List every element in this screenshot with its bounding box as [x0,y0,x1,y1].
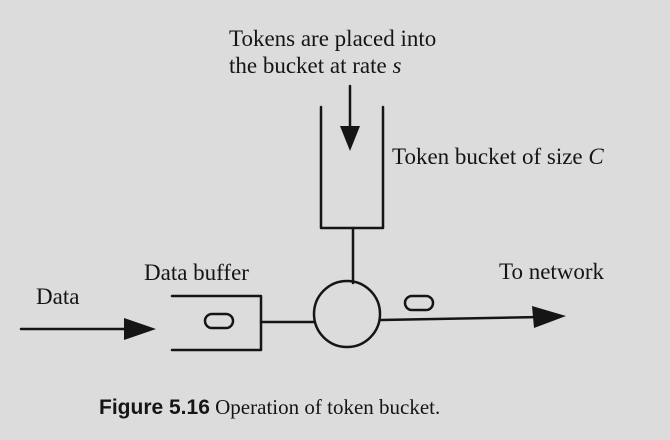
token-input-arrowhead [340,126,360,151]
rate-variable: s [392,53,402,78]
tokens-rate-line2-text: the bucket at rate [229,53,393,78]
tokens-rate-line1: Tokens are placed into [229,26,437,51]
to-network-label: To network [499,259,605,284]
bucket-size-text: Token bucket of size [392,144,589,169]
data-buffer-label: Data buffer [144,260,249,285]
network-output-arrowhead [532,306,566,328]
caption-text: Operation of token bucket. [209,395,441,419]
tokens-rate-line2: the bucket at rate s [229,52,436,79]
size-variable: C [588,144,604,169]
figure-caption: Figure 5.16 Operation of token bucket. [99,394,440,421]
gate-circle [312,279,382,349]
data-buffer [170,294,263,352]
data-input-arrowhead [124,318,156,340]
tokens-rate-label: Tokens are placed into the bucket at rat… [229,25,436,79]
network-output-arrow [378,315,542,322]
bucket-size-label: Token bucket of size C [392,143,604,170]
output-packet [403,294,435,312]
token-bucket [319,105,385,230]
data-label: Data [36,284,80,309]
buffer-packet [203,312,235,330]
figure-number: Figure 5.16 [99,396,210,419]
